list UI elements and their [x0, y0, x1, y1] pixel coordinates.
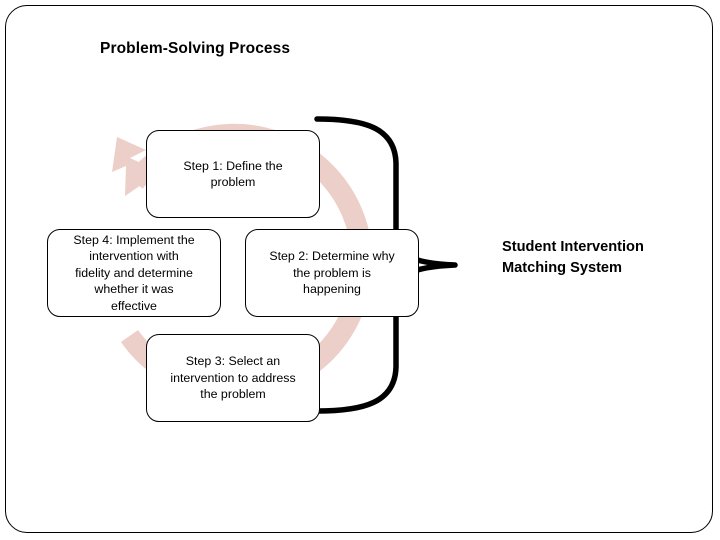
step-box-label: Step 2: Determine why the problem is hap… — [269, 249, 395, 297]
page-title: Problem-Solving Process — [100, 40, 291, 57]
step-box-step-4[interactable]: Step 4: Implement the intervention with … — [47, 229, 221, 317]
step-box-step-1[interactable]: Step 1: Define the problem — [146, 130, 320, 218]
step-box-step-2[interactable]: Step 2: Determine why the problem is hap… — [245, 229, 419, 317]
callout-label: Student Intervention Matching System — [502, 239, 644, 276]
right-pointing-curly-brace-icon — [314, 116, 458, 414]
step-box-label: Step 4: Implement the intervention with … — [73, 232, 195, 313]
step-box-label: Step 1: Define the problem — [183, 158, 283, 190]
step-box-step-3[interactable]: Step 3: Select an intervention to addres… — [146, 334, 320, 422]
step-box-label: Step 3: Select an intervention to addres… — [170, 354, 296, 402]
